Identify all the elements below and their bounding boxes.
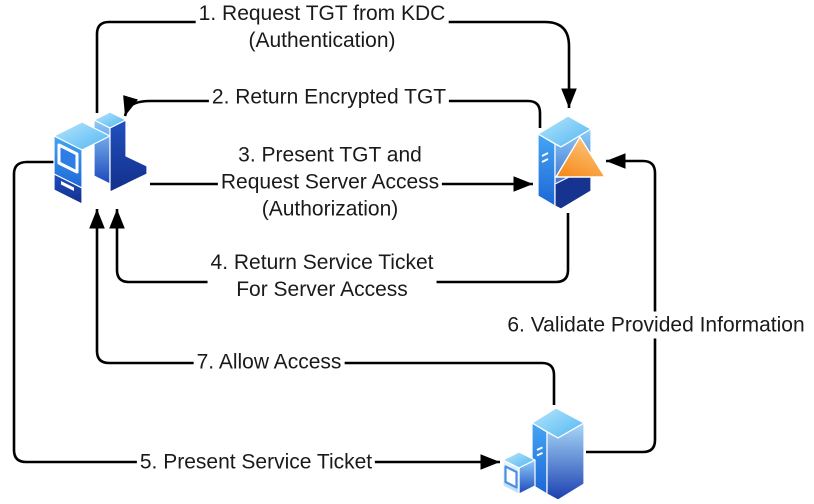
label-step6-line1: 6. Validate Provided Information [507, 313, 805, 337]
label-step3-line2: Request Server Access [220, 170, 440, 194]
label-step4: 4. Return Service Ticket For Server Acce… [207, 249, 437, 303]
label-step1-line1: 1. Request TGT from KDC [198, 2, 446, 25]
label-step2: 2. Return Encrypted TGT [208, 83, 450, 111]
arrow-step6-validate-information [586, 153, 657, 454]
client-base-slot [61, 181, 74, 191]
kdc-server-icon [537, 115, 606, 210]
label-step1: 1. Request TGT from KDC (Authentication) [195, 0, 449, 54]
arrow-step7-allow-access [89, 209, 556, 405]
label-step3-line3: (Authorization) [261, 197, 399, 221]
label-step7-line1: 7. Allow Access [196, 350, 342, 374]
label-step4-line1: 4. Return Service Ticket [210, 251, 434, 274]
server-box-screen [504, 465, 518, 489]
client-screen [57, 143, 79, 174]
label-step1-line2: (Authentication) [248, 29, 396, 52]
label-step4-line2: For Server Access [236, 278, 408, 301]
server-front-face [546, 422, 585, 501]
kdc-left-face [537, 133, 556, 207]
service-server-icon [502, 407, 585, 501]
label-step7: 7. Allow Access [193, 348, 345, 376]
client-slab-arm [109, 119, 148, 193]
label-step2-line1: 2. Return Encrypted TGT [211, 85, 447, 109]
arrow-step5-present-service-ticket [12, 160, 500, 470]
label-step5-line1: 5. Present Service Ticket [139, 450, 373, 474]
kdc-triangle [555, 136, 606, 178]
client-workstation-icon [53, 111, 148, 205]
label-step3-line1: 3. Present TGT and [238, 143, 422, 167]
kdc-vents [541, 152, 549, 163]
label-step6: 6. Validate Provided Information [504, 311, 808, 339]
label-step5: 5. Present Service Ticket [136, 448, 376, 476]
server-vents [536, 446, 543, 457]
label-step3: 3. Present TGT and Request Server Access… [217, 141, 443, 223]
